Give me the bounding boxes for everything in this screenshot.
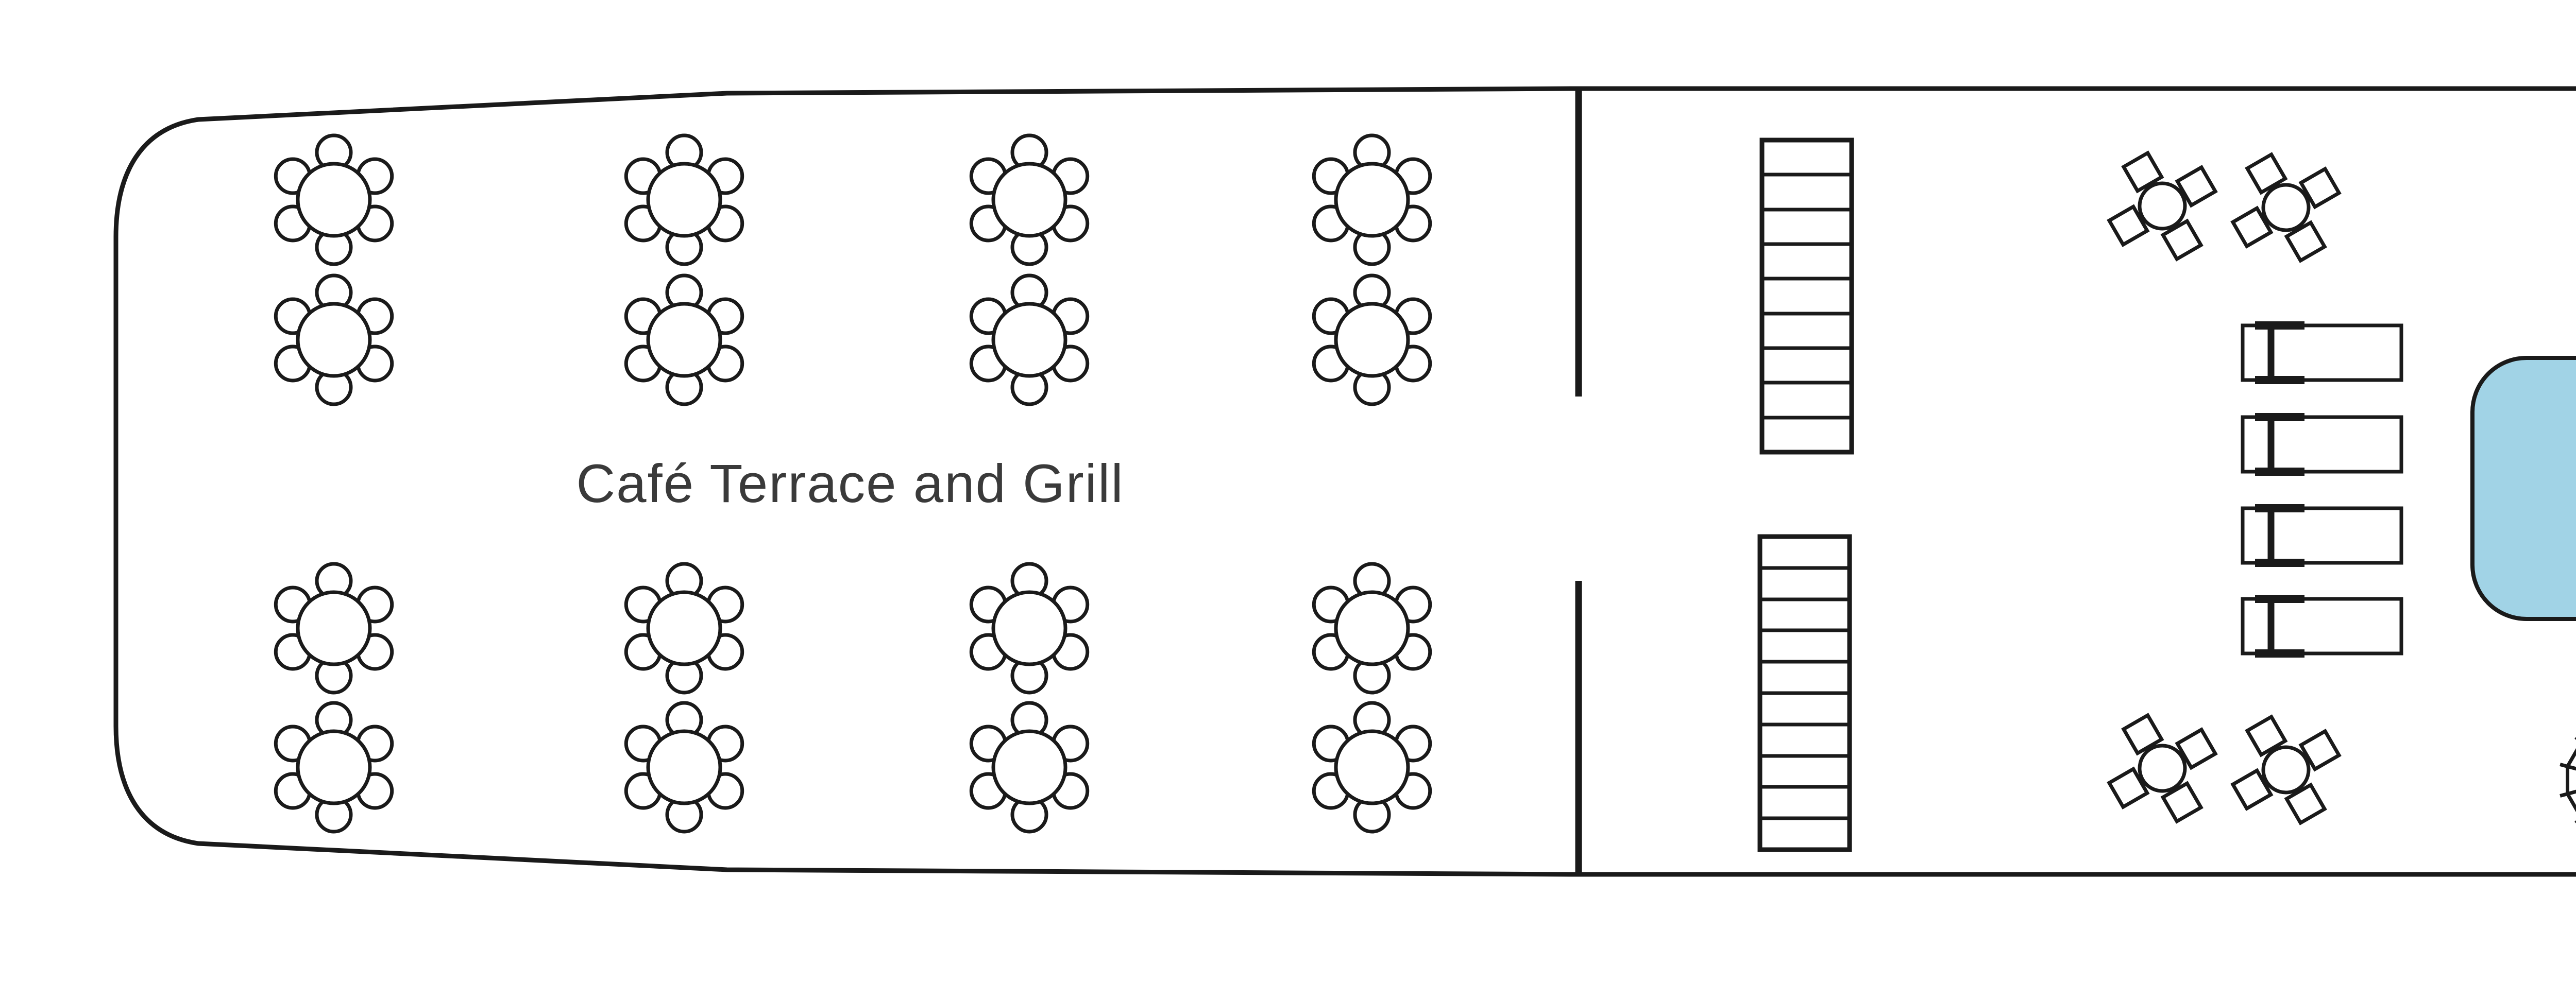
sun-lounger (2243, 599, 2401, 653)
staircase-top (1759, 137, 1854, 455)
ship-hull-outline (113, 86, 2576, 877)
sun-lounger (2243, 508, 2401, 563)
swimming-pool: Swimming Pool (2470, 356, 2576, 621)
sun-lounger (2243, 325, 2401, 380)
sun-lounger (2243, 417, 2401, 472)
cafe-terrace-label: Café Terrace and Grill (576, 454, 1124, 514)
staircase-bottom (1757, 534, 1852, 852)
swimming-pool-basin (2470, 356, 2576, 621)
